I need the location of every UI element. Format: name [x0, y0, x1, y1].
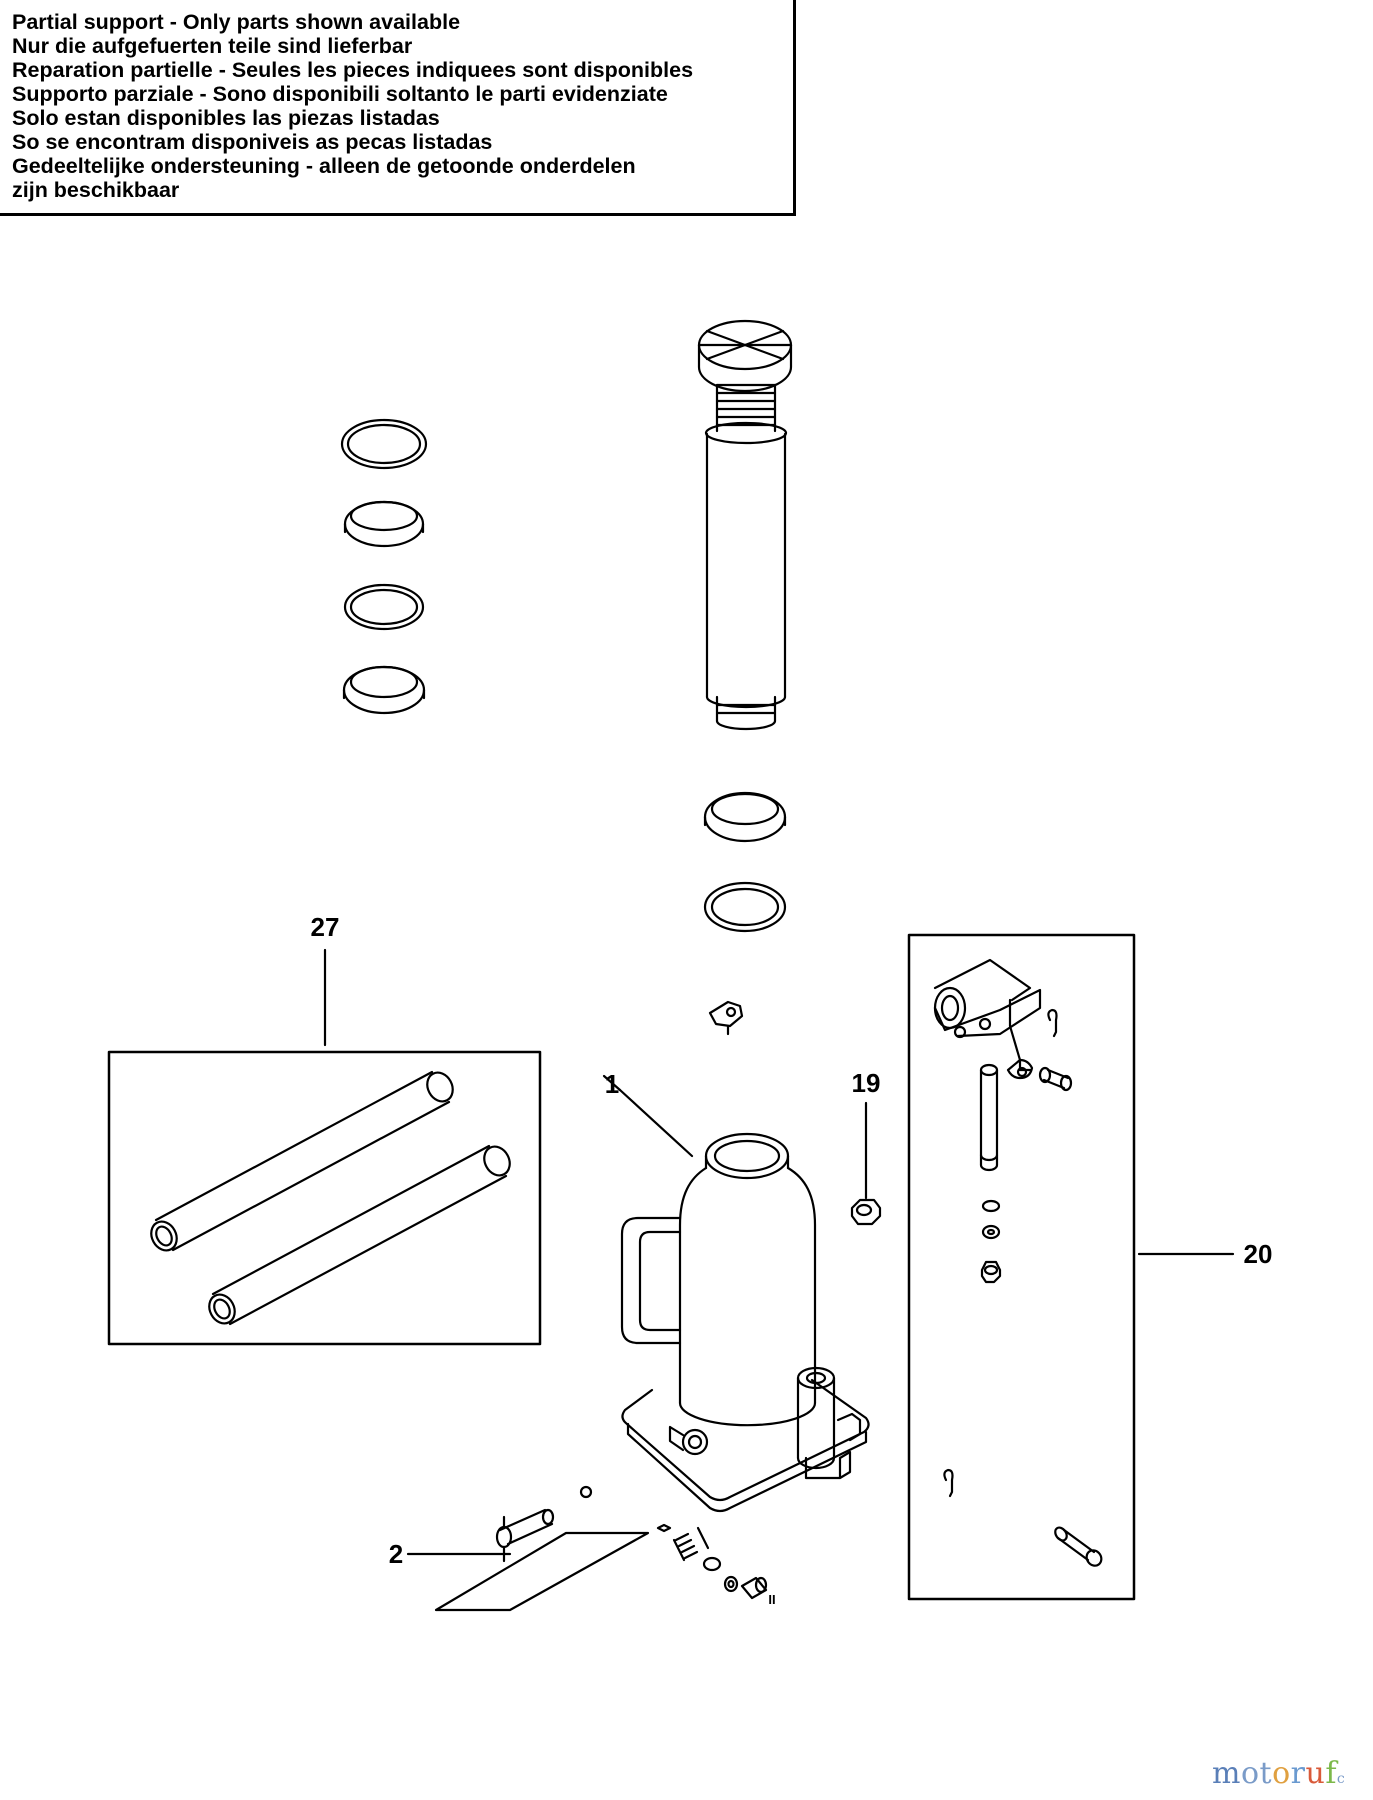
retaining-ring — [340, 418, 428, 470]
handle-kit-box — [107, 948, 542, 1346]
pump-kit-box — [907, 933, 1235, 1601]
cotter-pin — [943, 1008, 1058, 1498]
pump-seal — [980, 1199, 1002, 1284]
motoruf-watermark-logo: motorufc — [1212, 1756, 1346, 1791]
ram-o-ring — [703, 881, 787, 933]
ram-assembly — [697, 319, 793, 731]
nut — [850, 1101, 882, 1226]
jack-base — [621, 1378, 870, 1513]
small-mark: II — [768, 1592, 775, 1607]
piston-seal — [342, 665, 426, 715]
valve-small-parts — [656, 1523, 768, 1600]
seal-ring-stack — [340, 418, 428, 715]
handle-tube — [208, 1144, 511, 1326]
release-valve — [495, 1485, 593, 1563]
release-valve-kit — [406, 1485, 650, 1612]
callout-27: 27 — [311, 912, 340, 942]
notice-line: Solo estan disponibles las piezas listad… — [12, 106, 440, 130]
backup-ring — [343, 500, 425, 548]
jack-body — [618, 1088, 870, 1513]
jack-handle-bracket — [620, 1216, 682, 1345]
pump-plunger — [979, 1063, 999, 1172]
notice-line: Nur die aufgefuerten teile sind lieferba… — [12, 34, 413, 58]
handle-tube — [150, 1070, 454, 1252]
notice-line: Gedeeltelijke ondersteuning - alleen de … — [12, 154, 636, 178]
callout-1: 1 — [605, 1069, 619, 1099]
ram-cylinder — [705, 432, 787, 731]
callout-19: 19 — [852, 1068, 881, 1098]
lever-pin — [1038, 1066, 1073, 1092]
o-ring — [343, 583, 425, 631]
notice-line: zijn beschikbaar — [12, 178, 180, 202]
ram-seal — [703, 791, 787, 843]
small-washer — [708, 1000, 744, 1036]
notice-line: Partial support - Only parts shown avail… — [12, 10, 461, 34]
callout-2: 2 — [389, 1539, 403, 1569]
notice-line: Supporto parziale - Sono disponibili sol… — [12, 82, 668, 106]
callout-20: 20 — [1244, 1239, 1273, 1269]
pump-lever — [933, 958, 1042, 1080]
screw-thread — [704, 383, 788, 445]
axle-pin — [1054, 1526, 1103, 1567]
notice-box: Partial support - Only parts shown avail… — [0, 0, 796, 216]
notice-line: Reparation partielle - Seules les pieces… — [12, 58, 694, 82]
pump-cylinder — [796, 1366, 862, 1480]
screw-cap — [697, 319, 793, 393]
notice-line: So se encontram disponiveis as pecas lis… — [12, 130, 493, 154]
